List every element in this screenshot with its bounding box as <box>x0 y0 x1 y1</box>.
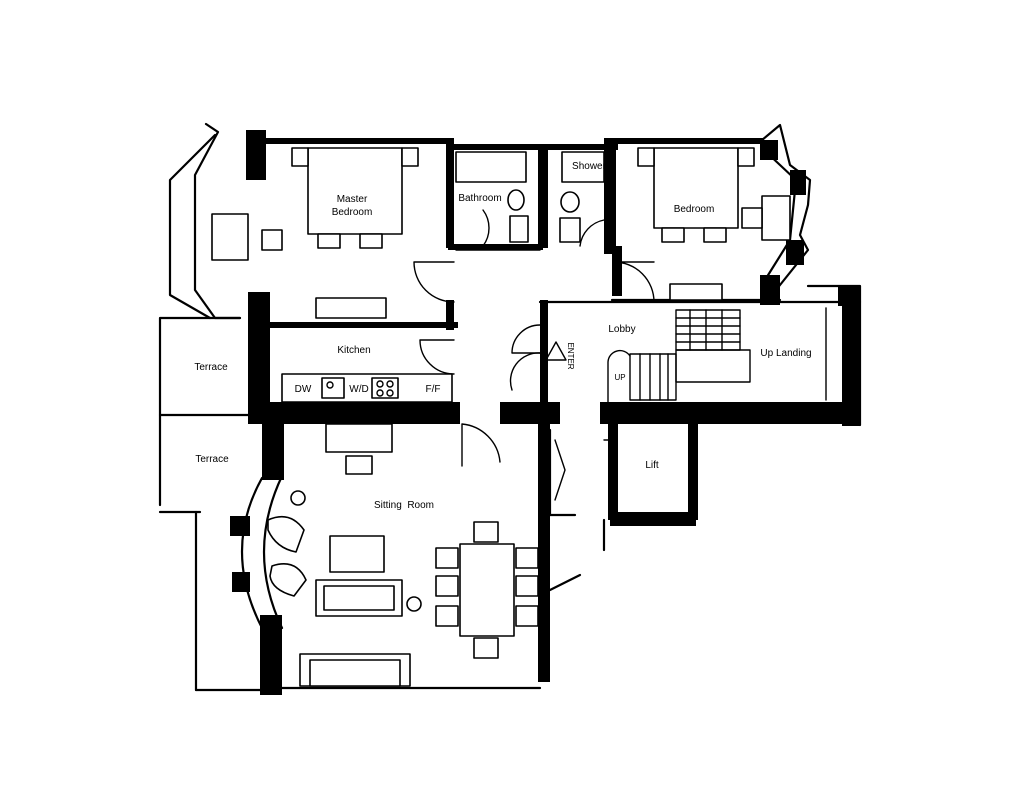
label-dw: DW <box>295 384 312 395</box>
label-enter: ENTER <box>566 342 575 369</box>
room-labels: Master Bedroom Bathroom Shower Bedroom T… <box>194 161 811 511</box>
shower-tray <box>561 151 605 183</box>
desk <box>325 423 393 453</box>
dining-table <box>459 543 515 637</box>
outer-walls <box>158 122 862 695</box>
doors <box>413 209 655 501</box>
label-lobby: Lobby <box>608 324 635 335</box>
label-shower: Shower <box>572 161 607 172</box>
label-master: Master <box>337 194 368 205</box>
master-bed <box>307 147 403 235</box>
rug <box>329 535 385 573</box>
label-terrace-upper: Terrace <box>194 362 228 373</box>
sitting-bay-window <box>230 474 284 630</box>
label-master-bedroom: Bedroom <box>332 207 373 218</box>
label-terrace-lower: Terrace <box>195 454 229 465</box>
label-up-landing: Up Landing <box>760 348 811 359</box>
label-ff: F/F <box>426 384 441 395</box>
bath-tub <box>455 151 527 183</box>
label-bathroom: Bathroom <box>458 193 501 204</box>
bedroom-bed <box>653 147 739 229</box>
label-up: UP <box>614 373 625 382</box>
kitchen-counter <box>281 373 453 403</box>
label-bedroom: Bedroom <box>674 204 715 215</box>
staircase <box>607 307 827 403</box>
label-lift: Lift <box>645 460 659 471</box>
furniture <box>211 147 791 687</box>
label-wd: W/D <box>349 384 368 395</box>
label-sitting-room: Sitting Room <box>374 500 434 511</box>
label-kitchen: Kitchen <box>337 345 370 356</box>
